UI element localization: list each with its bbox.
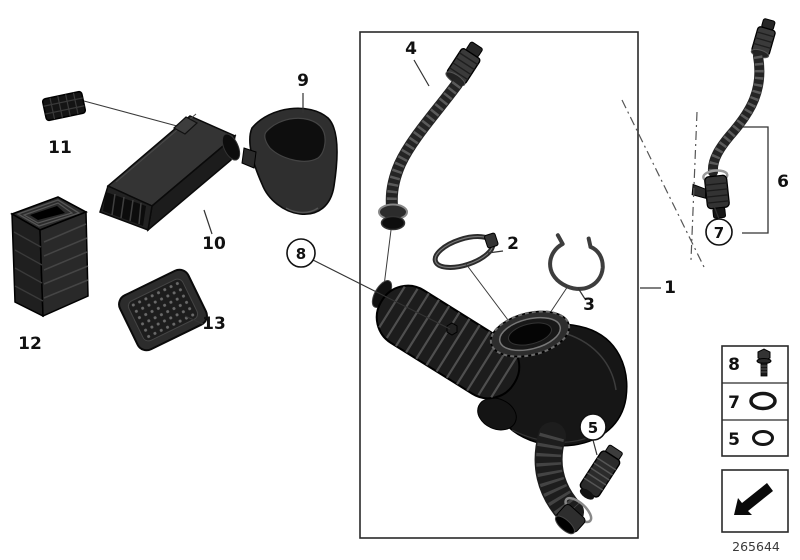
hose-end-fitting [378,203,408,231]
callout-label-11: 11 [48,138,72,158]
clamp-connection-line [465,263,509,321]
callout-label-5: 5 [588,419,598,437]
item6-bracket [742,126,769,234]
air-mass-sensor-part [579,444,623,500]
callout-label-7: 7 [714,224,724,242]
grommet-clip-part [41,90,87,122]
callout-label-9: 9 [297,71,309,91]
legend-row: 7 [728,391,777,413]
legend-row: 5 [728,430,774,450]
assembly-boundary-line-2 [690,111,698,261]
callout-circle-5: 5 [579,413,607,441]
legend-table: 8 7 5 [721,345,789,457]
direction-arrow-icon [734,483,773,515]
legend-num-7: 7 [728,393,740,413]
vent-hose-fitting [691,169,730,219]
callout-circle-8: 8 [286,238,316,268]
mounting-bolt-marker [446,322,458,336]
bolt-icon [756,348,772,377]
legend-num-8: 8 [728,355,740,375]
corrugated-bellows [375,284,521,400]
assembly-boundary-line [621,99,705,268]
rubber-boot-duct-part [10,196,89,318]
hose-connection-line [383,229,392,287]
outlet-end-fitting [554,496,593,535]
leader-lines [184,59,720,456]
intake-scoop-part [241,107,338,215]
callout-label-6: 6 [777,172,789,192]
callout-label-10: 10 [202,234,226,254]
vent-hose-part [691,18,776,219]
main-assembly-frame-box [359,31,639,539]
filter-opening [489,310,571,358]
callout-label-13: 13 [202,314,226,334]
callout-label-2: 2 [507,234,519,254]
duct-mount-bracket [172,116,199,135]
o-ring-small-icon [752,430,774,446]
callout-label-12: 12 [18,334,42,354]
callout-circle-7: 7 [705,218,733,246]
legend-row: 8 [728,348,772,377]
legend-num-5: 5 [728,430,740,450]
clip-connection-line [547,285,569,317]
legend-arrow-box [721,469,789,533]
o-ring-icon [749,391,777,411]
clip-leader-line [83,100,178,127]
callout-label-3: 3 [583,295,595,315]
hose-top-connector [445,41,483,87]
corrugated-hose-part [378,41,483,231]
callout-label-8: 8 [296,245,306,263]
part-number: 265644 [732,539,780,554]
retaining-clip-part [548,233,605,291]
hose-clamp-part [432,232,499,270]
intake-duct-part [99,113,241,232]
perforated-grille-part [118,268,208,352]
callout-label-4: 4 [405,39,417,59]
callout-label-1: 1 [664,278,676,298]
